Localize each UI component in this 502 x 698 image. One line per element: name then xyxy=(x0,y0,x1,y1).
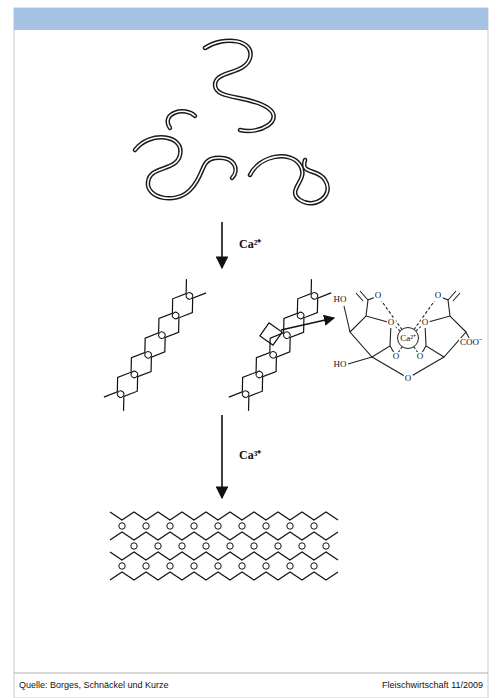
footer-rule xyxy=(14,673,488,674)
calcium-site xyxy=(323,543,329,549)
calcium-site xyxy=(227,543,233,549)
egg-box-network xyxy=(110,512,338,580)
ion-label: Ca²⁺ xyxy=(238,238,262,251)
calcium-site xyxy=(275,543,281,549)
calcium-site xyxy=(241,390,250,399)
calcium-site xyxy=(167,523,173,529)
polymer-coil-core xyxy=(250,156,328,203)
chain-strand xyxy=(110,512,338,520)
chain-strand xyxy=(110,532,338,540)
polymer-coil xyxy=(168,111,195,128)
calcium-site xyxy=(171,311,180,320)
calcium-site xyxy=(130,370,139,379)
ion-label: Ca²⁺ xyxy=(400,334,416,343)
calcium-site xyxy=(143,563,149,569)
zoom-arrow xyxy=(281,318,334,330)
sugar-ring xyxy=(350,316,391,357)
polymer-coil xyxy=(250,156,328,203)
polymer-coil xyxy=(135,137,236,198)
calcium-site xyxy=(215,563,221,569)
chain-strand xyxy=(229,279,318,402)
chain-strand xyxy=(242,288,331,411)
alginate-structure xyxy=(344,291,470,378)
source-note: Quelle: Borges, Schnäckel und Kurze xyxy=(18,681,170,691)
calcium-site xyxy=(263,523,269,529)
egg-box-chain xyxy=(104,279,206,411)
calcium-site xyxy=(269,350,278,359)
calcium-site xyxy=(157,331,166,340)
calcium-site xyxy=(239,523,245,529)
chain-strand xyxy=(110,572,338,580)
calcium-site xyxy=(251,543,257,549)
group-label: HO xyxy=(333,295,348,305)
coordination-bond xyxy=(378,296,438,356)
calcium-site xyxy=(239,563,245,569)
polymer-coil-core xyxy=(168,111,195,128)
calcium-site xyxy=(179,543,185,549)
calcium-site xyxy=(131,543,137,549)
sugar-ring xyxy=(425,316,466,357)
group-label: HO xyxy=(333,360,348,370)
reaction-arrow xyxy=(221,415,223,498)
atom-label: O xyxy=(387,318,396,328)
calcium-site xyxy=(191,563,197,569)
calcium-site xyxy=(215,523,221,529)
calcium-site xyxy=(185,291,194,300)
polymer-coil-core xyxy=(205,41,274,131)
calcium-site xyxy=(310,291,319,300)
calcium-site xyxy=(287,523,293,529)
atom-label: O xyxy=(374,291,383,301)
atom-label: O xyxy=(416,352,425,362)
calcium-site xyxy=(311,563,317,569)
source-note: Fleischwirtschaft 11/2009 xyxy=(381,681,484,691)
calcium-site xyxy=(263,563,269,569)
calcium-site xyxy=(143,523,149,529)
polymer-coils xyxy=(135,41,328,204)
egg-box-chain xyxy=(229,279,331,411)
calcium-site xyxy=(119,563,125,569)
calcium-site xyxy=(144,350,153,359)
atom-label: O xyxy=(392,352,401,362)
zoom-box xyxy=(260,323,282,345)
calcium-site xyxy=(203,543,209,549)
chain-strand xyxy=(117,288,206,411)
polymer-coil xyxy=(205,41,274,131)
calcium-site xyxy=(167,563,173,569)
reaction-arrow xyxy=(221,222,223,268)
panel-frame xyxy=(14,8,488,698)
atom-label: O xyxy=(404,374,413,384)
polymer-coil-core xyxy=(135,137,236,198)
calcium-site xyxy=(191,523,197,529)
header-bar xyxy=(14,8,488,30)
chain-strand xyxy=(110,552,338,560)
calcium-site xyxy=(299,543,305,549)
calcium-ion-circle: Ca²⁺ xyxy=(397,327,419,349)
calcium-site xyxy=(287,563,293,569)
atom-label: O xyxy=(434,291,443,301)
calcium-site xyxy=(255,370,264,379)
calcium-site xyxy=(311,523,317,529)
calcium-site xyxy=(155,543,161,549)
calcium-site xyxy=(296,311,305,320)
calcium-site xyxy=(119,523,125,529)
group-label: COO⁻ xyxy=(459,338,483,348)
ion-label: Ca³⁺ xyxy=(238,449,262,462)
atom-label: O xyxy=(421,318,430,328)
chain-strand xyxy=(104,279,193,402)
calcium-site xyxy=(116,390,125,399)
bond xyxy=(344,306,470,378)
calcium-site xyxy=(282,331,291,340)
